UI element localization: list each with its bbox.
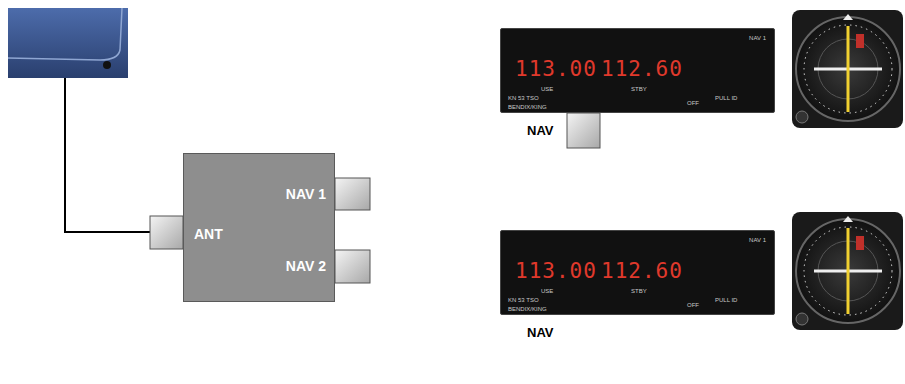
nav1-plug <box>335 178 370 210</box>
connector-label: NAV <box>527 326 553 339</box>
model-label: KN 53 TSO <box>508 297 539 303</box>
display-caption: STBY <box>631 86 647 92</box>
nav-radio: 113.00112.60USE STBY NAV 1 KN 53 TSO BENDIX/… <box>500 230 775 315</box>
antenna-wire <box>65 78 152 232</box>
display-caption: USE <box>541 86 553 92</box>
nav-plug <box>567 113 600 148</box>
switch-label: OFF <box>687 302 699 308</box>
switch-label: PULL ID <box>715 297 737 303</box>
active-frequency: 113.00 <box>515 261 597 282</box>
unit-label: NAV 1 <box>749 237 766 243</box>
brand-label: BENDIX/KING <box>508 104 547 110</box>
switch-label: OFF <box>687 100 699 106</box>
nav2-plug <box>335 250 370 283</box>
switch-label: PULL ID <box>715 95 737 101</box>
port-label: NAV 2 <box>286 259 326 273</box>
connector-label: NAV <box>527 124 553 137</box>
vor-indicator <box>792 10 903 128</box>
model-label: KN 53 TSO <box>508 95 539 101</box>
antenna <box>8 8 128 78</box>
unit-label: NAV 1 <box>749 35 766 41</box>
brand-label: BENDIX/KING <box>508 306 547 312</box>
nav-radio: 113.00112.60USE STBY NAV 1 KN 53 TSO BENDIX/… <box>500 28 775 113</box>
standby-frequency: 112.60 <box>601 261 683 282</box>
active-frequency: 113.00 <box>515 59 597 80</box>
port-label: ANT <box>194 227 223 241</box>
port-label: NAV 1 <box>286 187 326 201</box>
ant-plug <box>150 216 183 249</box>
standby-frequency: 112.60 <box>601 59 683 80</box>
vor-indicator <box>792 212 903 330</box>
display-caption: STBY <box>631 288 647 294</box>
display-caption: USE <box>541 288 553 294</box>
splitter-box: ANT NAV 1 NAV 2 <box>183 153 335 302</box>
